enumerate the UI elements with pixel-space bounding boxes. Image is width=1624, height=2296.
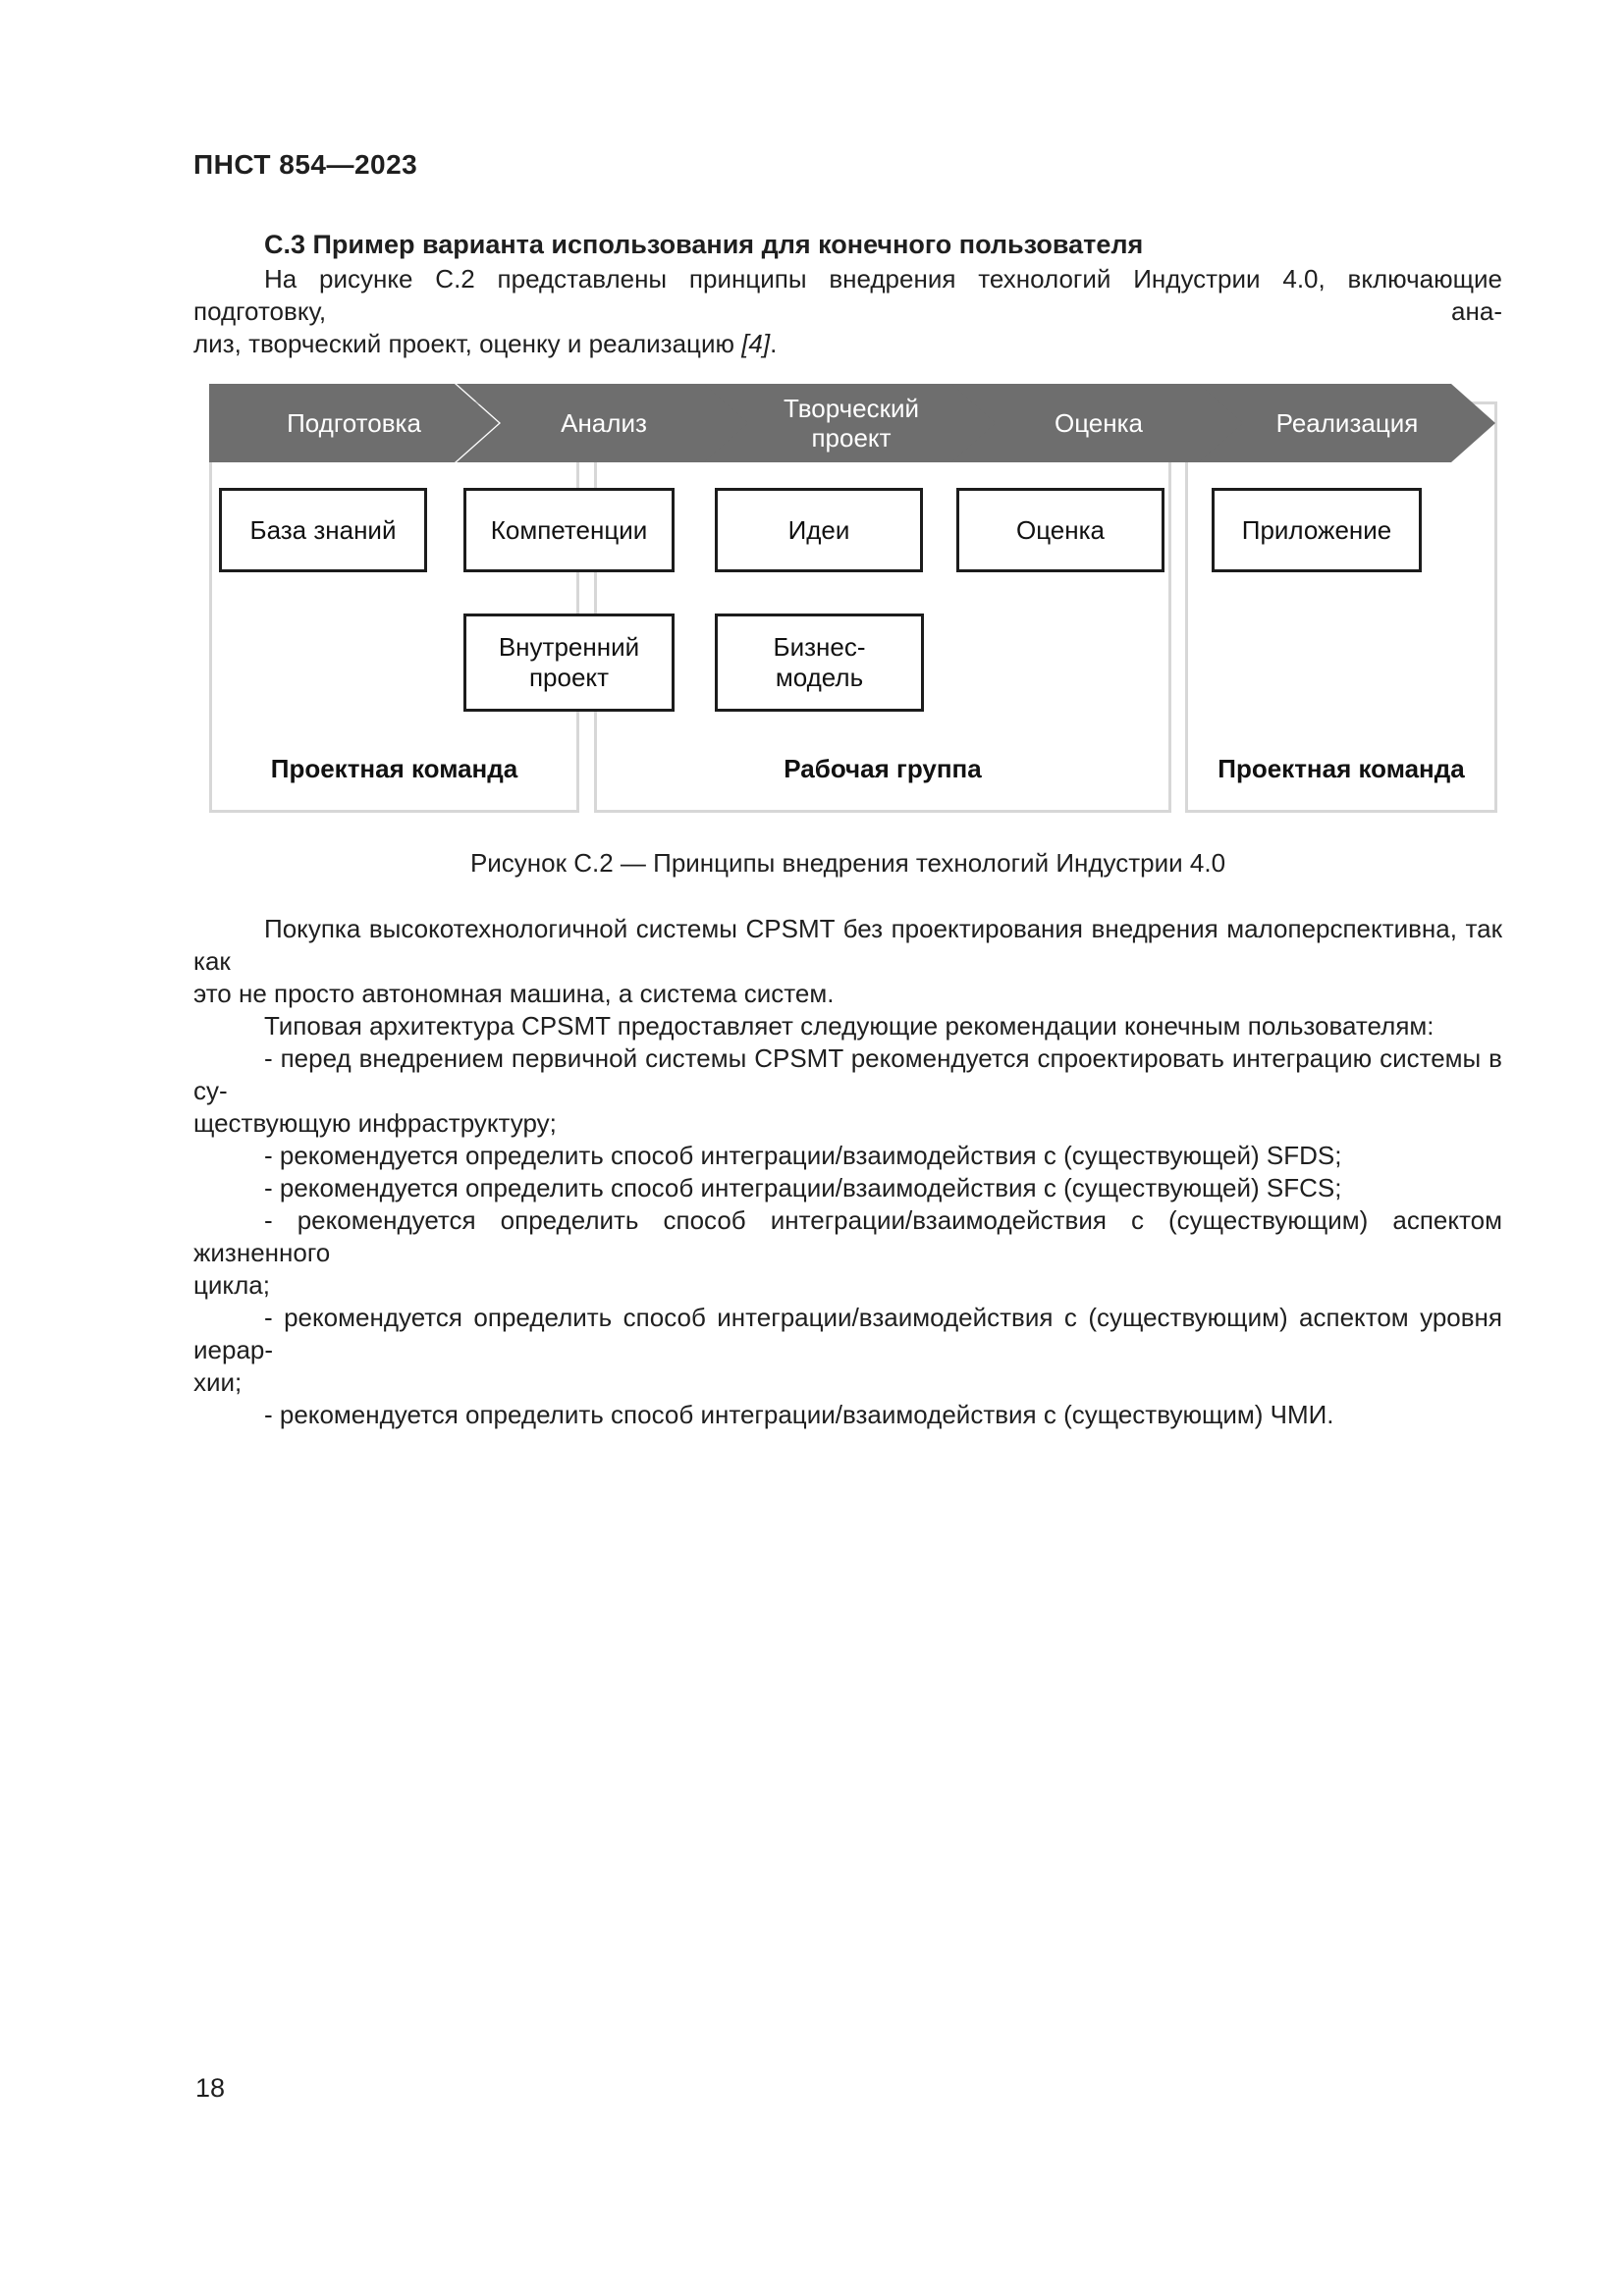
intro-line: лиз, творческий проект, оценку и реализа…	[193, 329, 778, 358]
stage-chevron: Творческий проект	[704, 384, 999, 462]
artifact-box: Внутренний проект	[463, 614, 675, 712]
paragraph-line: это не просто автономная машина, а систе…	[193, 979, 835, 1008]
stage-label: Подготовка	[287, 408, 421, 438]
stage-chevron: Оценка	[951, 384, 1246, 462]
stage-label: Оценка	[1054, 408, 1144, 438]
artifact-box: База знаний	[219, 488, 427, 572]
paragraph: Покупка высокотехнологичной системы CPSM…	[193, 913, 1502, 1010]
paragraph-line: - перед внедрением первичной системы CPS…	[193, 1043, 1502, 1105]
paragraph-line: ществующую инфраструктуру;	[193, 1108, 557, 1138]
paragraph: - рекомендуется определить способ интегр…	[193, 1204, 1502, 1302]
artifact-box: Приложение	[1212, 488, 1422, 572]
team-group-label: Проектная команда	[1218, 754, 1465, 783]
team-group-label: Проектная команда	[270, 754, 518, 783]
paragraph: - рекомендуется определить способ интегр…	[193, 1140, 1502, 1172]
stage-label: Реализация	[1275, 408, 1419, 438]
paragraph-line: - рекомендуется определить способ интегр…	[193, 1205, 1502, 1267]
artifact-box: Идеи	[715, 488, 923, 572]
paragraph-line: Покупка высокотехнологичной системы CPSM…	[193, 914, 1502, 976]
paragraph-line: - рекомендуется определить способ интегр…	[193, 1303, 1502, 1364]
stage-label: Анализ	[561, 408, 647, 438]
body-text: Покупка высокотехнологичной системы CPSM…	[193, 913, 1502, 1431]
paragraph-line: цикла;	[193, 1270, 270, 1300]
paragraph: - рекомендуется определить способ интегр…	[193, 1399, 1502, 1431]
team-group-label: Рабочая группа	[784, 754, 982, 783]
paragraph-line: Типовая архитектура CPSMT предоставляет …	[264, 1011, 1435, 1041]
paragraph: - рекомендуется определить способ интегр…	[193, 1172, 1502, 1204]
stage-label: Творческий проект	[783, 394, 920, 453]
paragraph-line: - рекомендуется определить способ интегр…	[264, 1400, 1334, 1429]
figure-caption: Рисунок С.2 — Принципы внедрения техноло…	[469, 848, 1226, 878]
intro-paragraph: На рисунке С.2 представлены принципы вне…	[193, 263, 1502, 360]
paragraph-line: хии;	[193, 1367, 243, 1397]
reference-marker: [4]	[741, 329, 771, 358]
artifact-box: Бизнес-модель	[715, 614, 924, 712]
artifact-box-label: Внутренний проект	[498, 632, 640, 692]
artifact-box-label: Бизнес-модель	[773, 632, 866, 692]
page-number: 18	[195, 2073, 226, 2103]
team-group-container: Проектная команда	[209, 401, 579, 813]
paragraph: Типовая архитектура CPSMT предоставляет …	[193, 1010, 1502, 1042]
figure-diagram: Проектная команда Рабочая группа Проектная…	[0, 0, 1624, 883]
team-group-container: Рабочая группа	[594, 401, 1171, 813]
paragraph-line: - рекомендуется определить способ интегр…	[264, 1173, 1342, 1202]
artifact-box: Компетенции	[463, 488, 675, 572]
paragraph-line: - рекомендуется определить способ интегр…	[264, 1141, 1342, 1170]
team-group-container: Проектная команда	[1185, 401, 1497, 813]
paragraph: - перед внедрением первичной системы CPS…	[193, 1042, 1502, 1140]
stage-chevron: Анализ	[457, 384, 751, 462]
section-heading: С.3 Пример варианта использования для ко…	[264, 230, 1144, 259]
stage-chevron: Реализация	[1199, 384, 1495, 462]
paragraph: - рекомендуется определить способ интегр…	[193, 1302, 1502, 1399]
document-code: ПНСТ 854—2023	[193, 149, 418, 180]
artifact-box: Оценка	[956, 488, 1164, 572]
intro-line: На рисунке С.2 представлены принципы вне…	[193, 264, 1502, 326]
stage-chevron: Подготовка	[209, 384, 499, 462]
